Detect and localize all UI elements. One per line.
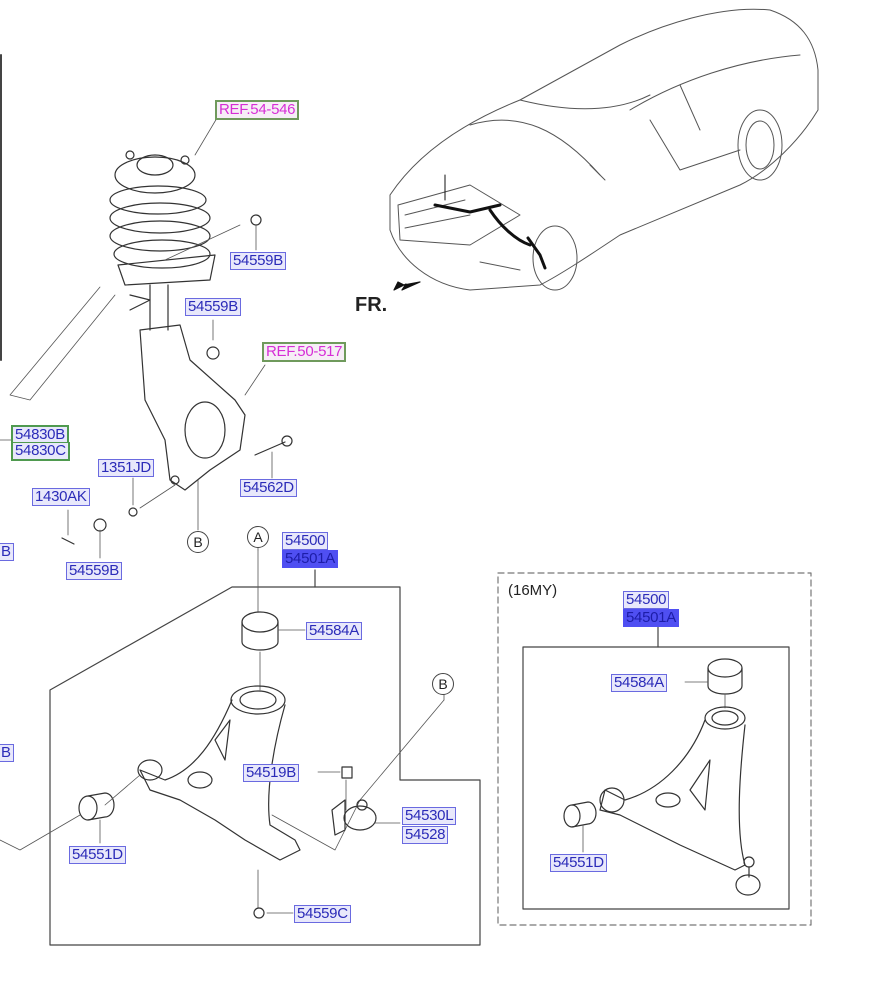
ball-joint (331, 799, 377, 836)
bushing-upper (241, 611, 279, 651)
assembly-label-54500[interactable]: 54500 (282, 532, 329, 550)
bushing-front (78, 792, 115, 821)
lower-control-arm (137, 685, 301, 861)
variant-part-label-54584a[interactable]: 54584A (611, 674, 667, 692)
nut-icon (128, 507, 138, 517)
part-label-54551d[interactable]: 54551D (69, 846, 126, 864)
variant-bushing-front (563, 801, 597, 828)
nut-icon (250, 214, 262, 226)
strut-assembly (109, 150, 216, 331)
part-label-54559b-strut-upper[interactable]: 54559B (230, 252, 286, 270)
part-label-54528[interactable]: 54528 (402, 826, 449, 844)
part-label-54530l[interactable]: 54530L (402, 807, 457, 825)
variant-assembly-label-54500[interactable]: 54500 (623, 591, 670, 609)
variant-bushing-upper (707, 658, 743, 695)
bolt-icon (341, 766, 353, 779)
part-label-54559b-strut-lower[interactable]: 54559B (185, 298, 241, 316)
nut-icon (253, 907, 265, 919)
steering-knuckle (139, 324, 246, 491)
variant-lower-arm-frame (522, 646, 790, 910)
part-label-54562d[interactable]: 54562D (240, 479, 297, 497)
ref-label-50-517[interactable]: REF.50-517 (262, 342, 347, 362)
variant-part-label-54551d[interactable]: 54551D (550, 854, 607, 872)
ref-label-54-546[interactable]: REF.54-546 (215, 100, 300, 120)
part-label-54559c[interactable]: 54559C (294, 905, 351, 923)
variant-lower-control-arm (599, 706, 746, 871)
marker-b-knuckle: B (187, 531, 209, 553)
bolt-icon (61, 537, 75, 545)
marker-b-ball-joint: B (432, 673, 454, 695)
bolt-icon (254, 441, 286, 456)
variant-ball-joint (735, 856, 761, 896)
assembly-label-54501a-selected[interactable]: 54501A (282, 550, 338, 568)
variant-16my-frame (497, 572, 812, 926)
car-illustration (389, 8, 819, 291)
part-label-54559b-nut[interactable]: 54559B (66, 562, 122, 580)
marker-a: A (247, 526, 269, 548)
variant-title-16my: (16MY) (508, 582, 558, 599)
lower-arm-group-frame (49, 586, 481, 946)
part-label-54584a[interactable]: 54584A (306, 622, 362, 640)
front-arrow-icon (393, 281, 421, 291)
sensor-harness (433, 174, 547, 270)
part-label-54519b[interactable]: 54519B (243, 764, 299, 782)
variant-assembly-label-54501a-selected[interactable]: 54501A (623, 609, 679, 627)
nut-icon (206, 346, 220, 360)
part-label-b-left-upper[interactable]: B (0, 543, 14, 561)
part-label-54830c[interactable]: 54830C (11, 442, 70, 461)
part-label-1430ak[interactable]: 1430AK (32, 488, 90, 506)
front-direction-label: FR. (355, 294, 388, 316)
part-label-b-left-lower[interactable]: B (0, 744, 14, 762)
nut-icon (93, 518, 107, 532)
part-label-1351jd[interactable]: 1351JD (98, 459, 154, 477)
